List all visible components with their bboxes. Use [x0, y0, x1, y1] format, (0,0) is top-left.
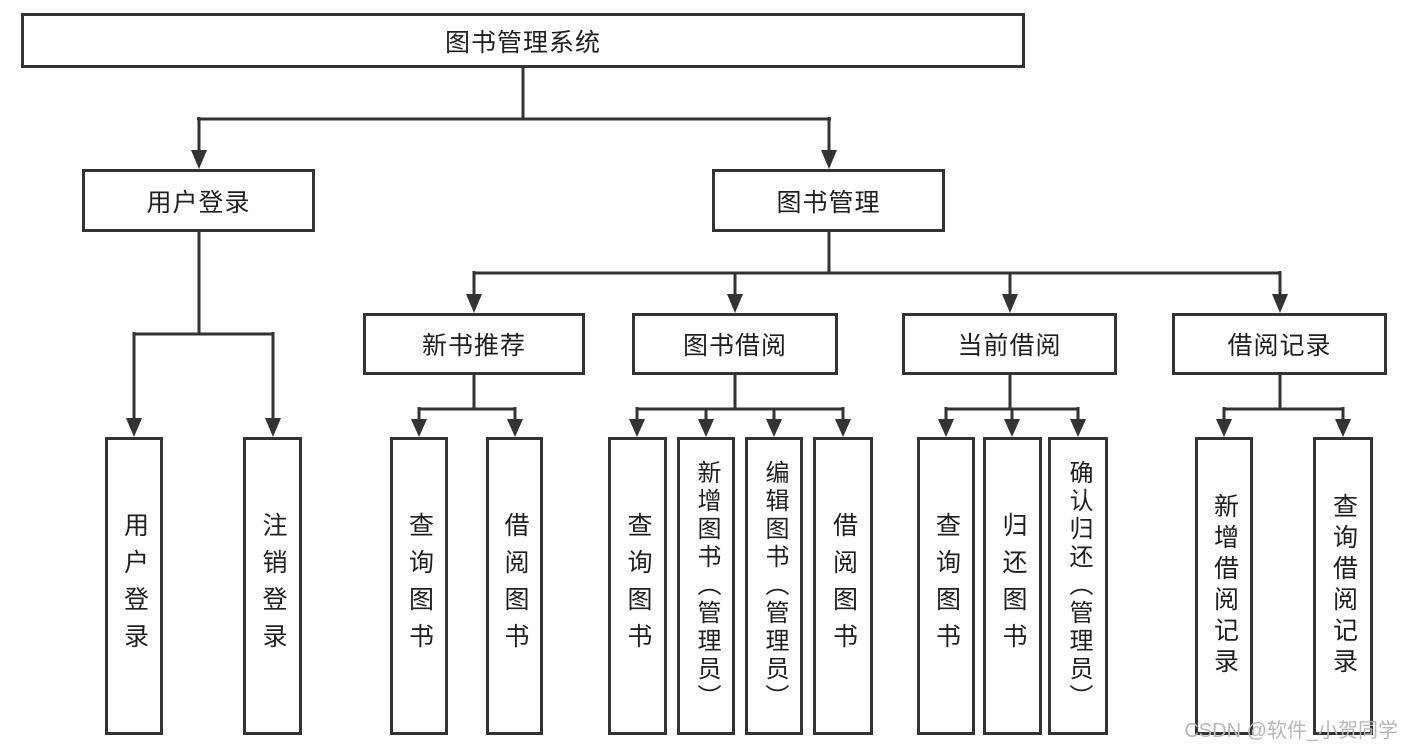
leaf-label: 借阅图书: [829, 512, 858, 660]
leaf-borrow-books-2: 借阅图书: [813, 437, 873, 735]
leaf-label: 编辑图书（管理员）: [761, 460, 788, 712]
leaf-label: 确认归还（管理员）: [1065, 460, 1092, 712]
leaf-edit-books-admin: 编辑图书（管理员）: [745, 437, 803, 735]
leaf-confirm-return-admin: 确认归还（管理员）: [1048, 437, 1108, 735]
leaf-borrow-books-1: 借阅图书: [486, 437, 543, 735]
leaf-label: 借阅图书: [501, 512, 529, 660]
leaf-label: 注销登录: [259, 512, 287, 660]
leaf-label: 查询借阅记录: [1329, 493, 1358, 679]
leaf-label: 查询图书: [932, 512, 961, 660]
leaf-label: 归还图书: [999, 512, 1027, 660]
leaf-user-login: 用户登录: [105, 437, 163, 735]
leaf-add-books-admin: 新增图书（管理员）: [677, 437, 735, 735]
leaf-label: 新增图书（管理员）: [693, 460, 720, 712]
node-borrow-records: 借阅记录: [1172, 313, 1387, 375]
leaf-logout: 注销登录: [243, 437, 302, 735]
leaf-query-borrow-record: 查询借阅记录: [1313, 437, 1373, 735]
node-book-management: 图书管理: [712, 169, 945, 232]
node-current-borrow: 当前借阅: [902, 313, 1117, 375]
leaf-query-books-1: 查询图书: [390, 437, 448, 735]
node-root: 图书管理系统: [21, 13, 1025, 68]
leaf-add-borrow-record: 新增借阅记录: [1195, 437, 1253, 735]
leaf-label: 新增借阅记录: [1210, 493, 1239, 679]
leaf-query-books-3: 查询图书: [917, 437, 975, 735]
leaf-label: 查询图书: [405, 512, 434, 660]
leaf-label: 查询图书: [624, 512, 652, 660]
csdn-watermark: CSDN @软件_小贺同学: [1184, 720, 1398, 742]
node-book-borrow: 图书借阅: [632, 313, 838, 375]
leaf-query-books-2: 查询图书: [608, 437, 667, 735]
node-user-login: 用户登录: [82, 169, 315, 232]
node-new-book-recommend: 新书推荐: [363, 313, 585, 375]
leaf-label: 用户登录: [120, 512, 149, 660]
leaf-return-books: 归还图书: [983, 437, 1042, 735]
